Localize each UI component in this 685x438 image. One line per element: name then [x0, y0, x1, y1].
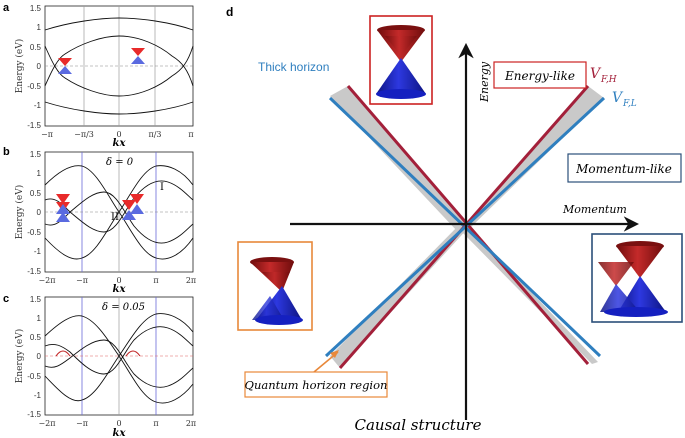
panel-a-ytick: -1.5	[27, 121, 41, 130]
panel-b-ytick: 1.5	[30, 150, 42, 159]
panel-a-cone-blue-2	[131, 56, 145, 64]
panel-b-ytick: 0.5	[30, 189, 42, 198]
panel-c-delta: δ = 0.05	[102, 302, 145, 313]
panel-a-ytick: 0	[37, 62, 42, 71]
energy-like-box	[493, 61, 587, 89]
panel-a-xlabel: kx	[113, 138, 127, 149]
panel-c-ytick: -1	[34, 391, 42, 400]
panel-a-xtick: 0	[116, 130, 121, 139]
panel-b-xtick: 0	[116, 276, 121, 285]
panel-c-xtick: −π	[76, 419, 88, 428]
panel-a-band-bottom	[44, 101, 194, 115]
energy-axis-label: Energy	[478, 61, 491, 103]
panel-b-cone-label-1: I	[160, 182, 164, 193]
panel-c-gap-red-1	[55, 350, 71, 357]
panel-c-band-4	[44, 339, 194, 388]
panel-c-ytick: -0.5	[27, 372, 41, 381]
panel-b-cone-red-4	[130, 194, 144, 204]
panel-a-cone-red-1	[58, 58, 72, 66]
panel-b-letter: b	[3, 146, 10, 158]
panel-b: b δ = 0 I II 1.5 1 0.5 0 -0.5 -1 -1.5 −2…	[3, 146, 196, 295]
panel-a-letter: a	[3, 2, 10, 14]
panel-b-cone-blue-3	[122, 210, 136, 220]
panel-c-ytick: 0.5	[30, 333, 42, 342]
panel-b-ytick: 0	[37, 208, 42, 217]
energy-like-label: Energy-like	[504, 69, 575, 83]
panel-a-band-top	[44, 17, 194, 31]
panel-b-cone-blue-2	[56, 204, 70, 214]
panel-b-cone-blue-1	[56, 212, 70, 222]
inset-top-cones	[376, 25, 426, 99]
quantum-horizon-label: Quantum horizon region	[245, 378, 388, 392]
panel-b-ytick: -1	[34, 247, 42, 256]
panel-b-xtick: −2π	[38, 276, 55, 285]
panel-b-ytick: -1.5	[27, 267, 41, 276]
panel-b-band-2	[44, 165, 194, 260]
panel-b-ytick: -0.5	[27, 228, 41, 237]
panel-b-cone-blue-4	[130, 204, 144, 214]
panel-c-band-2	[44, 313, 194, 402]
quantum-horizon-box	[244, 371, 388, 398]
panel-a-xtick: −π/3	[74, 130, 94, 139]
inset-left-cones	[250, 257, 303, 325]
panel-a-ytick: -0.5	[27, 82, 41, 91]
panel-b-band-3	[44, 180, 194, 233]
causal-structure-caption: Causal structure	[355, 416, 482, 434]
panel-a-xtick: π/3	[148, 130, 161, 139]
panel-c-ytick: 1.5	[30, 295, 42, 304]
panel-c-gap-red-2	[125, 350, 141, 357]
vfl-subscript: F,L	[622, 99, 637, 109]
panel-a-xtick: −π	[41, 130, 53, 139]
panel-a-ytick: 1	[37, 23, 42, 32]
panel-b-cone-red-3	[122, 200, 136, 210]
panel-c-xtick: 2π	[186, 419, 196, 428]
panel-c-xtick: −2π	[38, 419, 55, 428]
momentum-axis-label: Momentum	[562, 203, 627, 216]
panel-a-xtick: π	[188, 130, 193, 139]
momentum-like-label: Momentum-like	[575, 162, 672, 176]
panel-c-band-3	[44, 326, 194, 375]
vfh-subscript: F,H	[600, 75, 617, 85]
panel-b-ylabel: Energy (eV)	[14, 185, 25, 240]
panel-c-ytick: -1.5	[27, 410, 41, 419]
panel-b-cone-label-2: II	[111, 212, 119, 223]
thick-horizon-label: Thick horizon	[258, 60, 329, 74]
panel-c-xtick: 0	[116, 419, 121, 428]
panel-b-xtick: −π	[76, 276, 88, 285]
panel-c-letter: c	[3, 293, 9, 305]
momentum-like-box	[567, 153, 682, 183]
panel-c-xlabel: kx	[113, 428, 127, 438]
panel-a-ytick: -1	[34, 101, 42, 110]
vfl-label: V	[612, 90, 624, 106]
panel-a-cone-red-2	[131, 48, 145, 56]
panel-b-ytick: 1	[37, 169, 42, 178]
panel-c-ytick: 1	[37, 314, 42, 323]
panel-d: d Energy Momentum Thick horizon Energy-l…	[226, 5, 683, 434]
panel-b-xtick: π	[153, 276, 158, 285]
panel-a-band-lower-inner	[44, 35, 194, 87]
panel-c-ytick: 0	[37, 352, 42, 361]
panel-b-xtick: 2π	[186, 276, 196, 285]
panel-c-xtick: π	[153, 419, 158, 428]
panel-c-ylabel: Energy (eV)	[14, 329, 25, 384]
panel-a-ytick: 1.5	[30, 4, 42, 13]
vfh-label: V	[590, 66, 602, 82]
panel-a-cone-blue-1	[58, 66, 72, 74]
quantum-horizon-pointer-head	[330, 350, 339, 358]
panel-b-xlabel: kx	[113, 284, 127, 295]
panel-a-ytick: 0.5	[30, 43, 42, 52]
panel-d-letter: d	[226, 5, 233, 19]
inset-right-cones	[598, 241, 668, 317]
panel-a-ylabel: Energy (eV)	[14, 39, 25, 94]
panel-b-cone-red-2	[56, 194, 70, 204]
panel-c: c δ = 0.05 1.5 1 0.5 0 -0.5 -1 -1.5 −2π …	[3, 293, 196, 438]
panel-a: a 1.5 1 0.5 0 -0.5 -1 -1.5 −π −π/3 0 π/3…	[3, 2, 194, 149]
panel-a-band-upper-inner	[44, 45, 194, 97]
panel-b-delta: δ = 0	[106, 157, 134, 168]
